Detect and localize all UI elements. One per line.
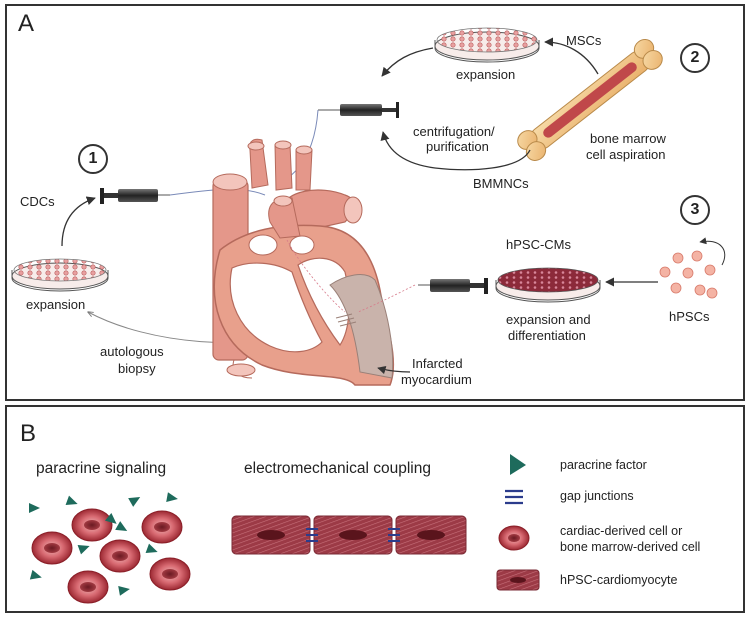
label-autologous: autologous bbox=[100, 344, 164, 359]
label-purification: purification bbox=[426, 139, 489, 154]
paracrine-factor bbox=[145, 543, 158, 553]
panel-b-letter: B bbox=[20, 420, 37, 447]
gap-junctions-connector bbox=[306, 528, 400, 542]
label-expansion-left: expansion bbox=[26, 297, 86, 312]
title-electromechanical-coupling: electromechanical coupling bbox=[244, 460, 431, 477]
gap-junction-icon bbox=[505, 489, 523, 505]
bone-icon bbox=[517, 39, 663, 161]
petri-dish-mscs bbox=[434, 27, 540, 63]
cardiac-cell bbox=[99, 539, 141, 573]
paracrine-factor bbox=[128, 497, 141, 507]
arrow-infarcted bbox=[377, 366, 411, 375]
injection-trail-right bbox=[357, 284, 416, 313]
label-infarcted: Infarcted bbox=[412, 356, 463, 371]
arrow-centrifugation bbox=[380, 131, 531, 171]
label-biopsy: biopsy bbox=[118, 361, 156, 376]
syringe-right-icon bbox=[418, 278, 488, 294]
hpscs-cluster-icon bbox=[659, 250, 718, 299]
label-hpscs: hPSCs bbox=[669, 309, 710, 324]
heart-illustration bbox=[212, 138, 395, 386]
arrow-expansion-to-syringe bbox=[381, 47, 434, 77]
paracrine-factor bbox=[166, 492, 178, 503]
label-hpsc-cms: hPSC-CMs bbox=[506, 237, 572, 252]
arrow-self-renewal bbox=[699, 237, 726, 266]
cardiac-cell bbox=[149, 557, 191, 591]
arrow-bone-to-mscs bbox=[544, 37, 599, 75]
paracrine-factor bbox=[65, 495, 78, 505]
legend-cardiac-cell-line2: bone marrow-derived cell bbox=[560, 540, 701, 554]
legend-paracrine-factor: paracrine factor bbox=[560, 458, 647, 472]
cardiac-cell-icon bbox=[498, 525, 530, 551]
step-badge-2: 2 bbox=[680, 43, 710, 73]
label-differentiation: differentiation bbox=[508, 328, 586, 343]
panel-a-letter: A bbox=[18, 10, 35, 37]
label-mscs: MSCs bbox=[566, 33, 602, 48]
syringe-top-icon bbox=[318, 102, 399, 118]
label-bmmncs: BMMNCs bbox=[473, 176, 529, 191]
label-cell-aspiration: cell aspiration bbox=[586, 147, 666, 162]
arrow-cdcs-to-syringe bbox=[61, 196, 96, 247]
label-centrifugation: centrifugation/ bbox=[413, 124, 495, 139]
electromechanical-coupling-illustration bbox=[231, 515, 467, 555]
cardiomyocyte-icon bbox=[496, 569, 540, 591]
paracrine-factor bbox=[104, 512, 117, 524]
paracrine-factor-icon bbox=[510, 454, 526, 475]
petri-dish-cdcs bbox=[11, 258, 109, 292]
legend-gap-junctions: gap junctions bbox=[560, 489, 634, 503]
label-myocardium: myocardium bbox=[401, 372, 472, 387]
legend-hpsc-cardiomyocyte: hPSC-cardiomyocyte bbox=[560, 573, 678, 587]
paracrine-factor bbox=[118, 585, 130, 596]
petri-dish-hpsc-cms bbox=[495, 267, 601, 303]
paracrine-factor bbox=[115, 521, 128, 531]
paracrine-factor bbox=[29, 569, 42, 580]
step-badge-3: 3 bbox=[680, 195, 710, 225]
paracrine-signaling-illustration bbox=[29, 492, 191, 604]
label-cdcs: CDCs bbox=[20, 194, 55, 209]
cardiac-cell bbox=[31, 531, 73, 565]
panel-b bbox=[5, 405, 745, 613]
injection-trail bbox=[286, 239, 346, 313]
paracrine-factor bbox=[29, 503, 40, 513]
cardiac-cell bbox=[67, 570, 109, 604]
cardiac-cell bbox=[141, 510, 183, 544]
paracrine-factor bbox=[77, 545, 90, 555]
label-bone-marrow: bone marrow bbox=[590, 131, 666, 146]
label-expansion-top: expansion bbox=[456, 67, 516, 82]
legend-cardiac-cell-line1: cardiac-derived cell or bbox=[560, 524, 683, 538]
syringe-left-icon bbox=[100, 188, 170, 204]
title-paracrine-signaling: paracrine signaling bbox=[36, 460, 167, 477]
cardiac-cell bbox=[71, 508, 113, 542]
step-badge-1: 1 bbox=[78, 144, 108, 174]
label-expansion-and: expansion and bbox=[506, 312, 591, 327]
